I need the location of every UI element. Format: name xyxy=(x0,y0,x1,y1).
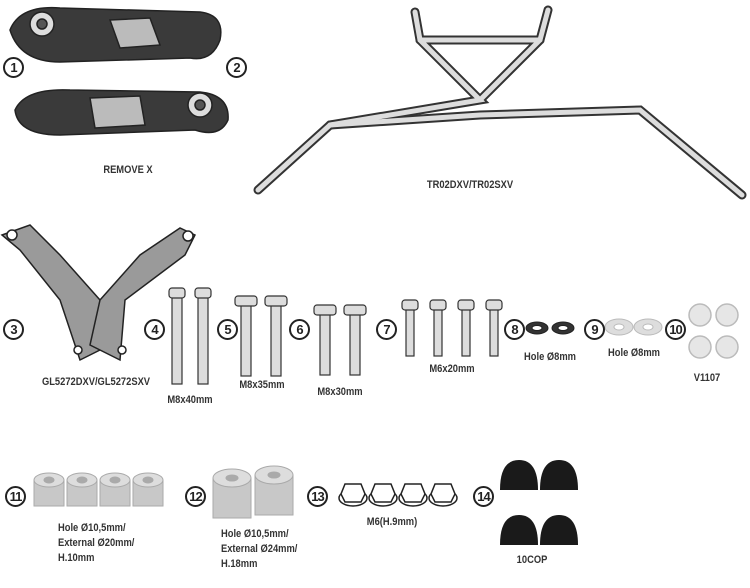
part-number-10: 10 xyxy=(665,319,686,340)
nut-caps-part-14 xyxy=(500,460,578,545)
bolt-m6x20 xyxy=(429,299,447,357)
nuts-part-13 xyxy=(338,483,458,507)
spacers-part-12 xyxy=(212,465,294,519)
bolt-m8x40 xyxy=(194,287,212,385)
part-label-9: Hole Ø8mm xyxy=(608,347,660,359)
bolt-m8x40 xyxy=(168,287,186,385)
part-label-12-line: Hole Ø10,5mm/ xyxy=(221,528,289,540)
part-number-13: 13 xyxy=(307,486,328,507)
part-label-13: M6(H.9mm) xyxy=(366,516,418,528)
part-number-1: 1 xyxy=(3,57,24,78)
part-label-3: GL5272DXV/GL5272SXV xyxy=(41,376,151,388)
part-label-11-line: Hole Ø10,5mm/ xyxy=(58,522,126,534)
spring-washers-part-8 xyxy=(525,321,575,335)
bolt-m8x30 xyxy=(343,304,367,376)
cover-top-part-1 xyxy=(9,6,222,63)
part-label-6: M8x30mm xyxy=(317,386,363,398)
brackets-part-3 xyxy=(0,224,197,362)
part-label-10: V1107 xyxy=(693,372,721,384)
part-number-11: 11 xyxy=(5,486,26,507)
part-number-12: 12 xyxy=(185,486,206,507)
part-label-14: 10COP xyxy=(516,554,548,566)
part-number-4: 4 xyxy=(144,319,165,340)
part-label-8: Hole Ø8mm xyxy=(524,351,576,363)
part-number-14: 14 xyxy=(473,486,494,507)
part-label-11-line: H.10mm xyxy=(58,552,95,564)
part-number-9: 9 xyxy=(584,319,605,340)
cover-bottom-part-2 xyxy=(14,89,229,136)
part-number-3: 3 xyxy=(3,319,24,340)
part-label-4: M8x40mm xyxy=(167,394,213,406)
part-number-5: 5 xyxy=(217,319,238,340)
bolts xyxy=(168,287,503,385)
part-label-12: Hole Ø10,5mm/ External Ø24mm/ H.18mm xyxy=(221,527,297,572)
part-number-2: 2 xyxy=(226,57,247,78)
spacers-part-11 xyxy=(33,472,164,507)
bolt-m6x20 xyxy=(401,299,419,357)
bolt-m6x20 xyxy=(457,299,475,357)
part-label-12-line: H.18mm xyxy=(221,558,258,570)
part-number-6: 6 xyxy=(289,319,310,340)
part-label-11-line: External Ø20mm/ xyxy=(58,537,135,549)
frame-label: TR02DXV/TR02SXV xyxy=(426,179,514,191)
part-number-7: 7 xyxy=(376,319,397,340)
bolt-m6x20 xyxy=(485,299,503,357)
part-label-1: REMOVE X xyxy=(103,164,153,176)
part-label-5: M8x35mm xyxy=(239,379,285,391)
bolt-m8x35 xyxy=(264,295,288,377)
part-label-12-line: External Ø24mm/ xyxy=(221,543,298,555)
rubber-bushings-part-10 xyxy=(688,303,739,359)
flat-washers-part-9 xyxy=(604,318,663,336)
bolt-m8x30 xyxy=(313,304,337,376)
part-label-11: Hole Ø10,5mm/ External Ø20mm/ H.10mm xyxy=(58,521,134,566)
part-label-7: M6x20mm xyxy=(429,363,475,375)
part-number-8: 8 xyxy=(504,319,525,340)
bolt-m8x35 xyxy=(234,295,258,377)
